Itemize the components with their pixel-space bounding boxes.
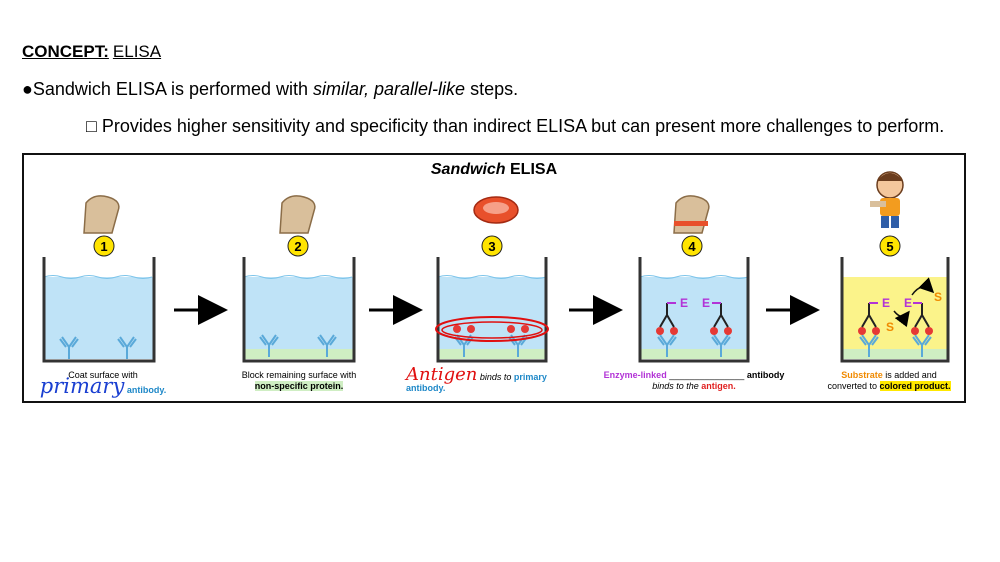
step-2-caption-a: Block remaining surface with bbox=[241, 370, 357, 380]
step-4-caption-a: Enzyme-linked bbox=[603, 370, 667, 380]
step-5-enzyme-label-left: E bbox=[882, 296, 890, 310]
step-3-number-circle bbox=[481, 235, 503, 257]
step-4-caption-blank: _______________ bbox=[669, 370, 745, 380]
step-2-caption-b: non-specific protein. bbox=[254, 381, 344, 391]
step-3-caption: Antigen binds to primary antibody. bbox=[406, 366, 586, 394]
panel-title: Sandwich ELISA bbox=[24, 161, 964, 179]
step-4-caption-d: antigen. bbox=[701, 381, 736, 391]
step-4-caption: Enzyme-linked _______________ antibody b… bbox=[599, 370, 789, 392]
step-1-caption-b: antibody. bbox=[126, 385, 167, 395]
step-5-well bbox=[840, 257, 950, 363]
step-1-caption: Coat surface with primary antibody. bbox=[38, 370, 168, 398]
step-4-number-circle bbox=[681, 235, 703, 257]
step-3-well bbox=[435, 257, 549, 363]
step-5-caption-b: is added and bbox=[885, 370, 937, 380]
step-4-enzyme-label-right: E bbox=[702, 296, 710, 310]
step-1-bread-icon bbox=[83, 195, 120, 234]
step-1-number-circle bbox=[93, 235, 115, 257]
step-5-substrate-label-left: S bbox=[886, 320, 894, 334]
step-1-caption-a: Coat surface with bbox=[68, 370, 138, 380]
panel-title-italic: Sandwich bbox=[430, 161, 506, 178]
step-5-enzyme-label-right: E bbox=[904, 296, 912, 310]
step-5-caption-c: converted to bbox=[827, 381, 877, 391]
step-5-caption-a: Substrate bbox=[841, 370, 883, 380]
step-4-enzyme-label-left: E bbox=[680, 296, 688, 310]
step-5-boy-icon bbox=[870, 171, 904, 228]
step-2-caption: Block remaining surface with non-specifi… bbox=[229, 370, 369, 392]
step-4-number: 4 bbox=[688, 239, 696, 254]
step-2-well bbox=[242, 257, 356, 363]
bullet-sensitivity: □ Provides higher sensitivity and specif… bbox=[86, 116, 945, 136]
step-5-caption: Substrate is added and converted to colo… bbox=[819, 370, 959, 392]
concept-value: ELISA bbox=[112, 42, 162, 61]
elisa-diagram: 1 2 3 bbox=[42, 171, 950, 363]
step-5-number-circle bbox=[879, 235, 901, 257]
bullet1-italic: similar, parallel-like bbox=[313, 79, 466, 99]
sandwich-elisa-panel: Sandwich ELISA 1 2 bbox=[22, 153, 966, 403]
step-4-caption-c: binds to the bbox=[652, 381, 699, 391]
step-2-number-circle bbox=[287, 235, 309, 257]
step-1-well bbox=[42, 257, 156, 363]
step-5-caption-d: colored product. bbox=[879, 381, 951, 391]
step-2-bread-icon bbox=[279, 195, 316, 234]
step-3-caption-a: binds to bbox=[479, 372, 512, 382]
step-1-number: 1 bbox=[100, 239, 107, 254]
step-4-caption-b: antibody bbox=[746, 370, 785, 380]
step-1-caption-handwritten: primary bbox=[39, 374, 125, 398]
step-4-sandwich-icon bbox=[673, 195, 710, 234]
panel-title-rest: ELISA bbox=[505, 161, 558, 178]
step-4-well bbox=[638, 257, 750, 363]
step-5-substrate-label-right: S bbox=[934, 290, 942, 304]
step-3-caption-handwritten: Antigen bbox=[406, 364, 478, 385]
concept-heading: CONCEPT:ELISA bbox=[22, 42, 161, 62]
step-3-number: 3 bbox=[488, 239, 495, 254]
step-3-tomato-icon bbox=[473, 196, 519, 224]
concept-label: CONCEPT: bbox=[22, 42, 109, 61]
bullet-sandwich: ●Sandwich ELISA is performed with simila… bbox=[22, 79, 518, 100]
step-2-number: 2 bbox=[294, 239, 301, 254]
step-5-number: 5 bbox=[886, 239, 893, 254]
bullet1-text-a: ●Sandwich ELISA is performed with bbox=[22, 79, 314, 99]
step-3-caption-b: primary antibody. bbox=[406, 372, 547, 393]
bullet1-text-b: steps. bbox=[465, 79, 519, 99]
